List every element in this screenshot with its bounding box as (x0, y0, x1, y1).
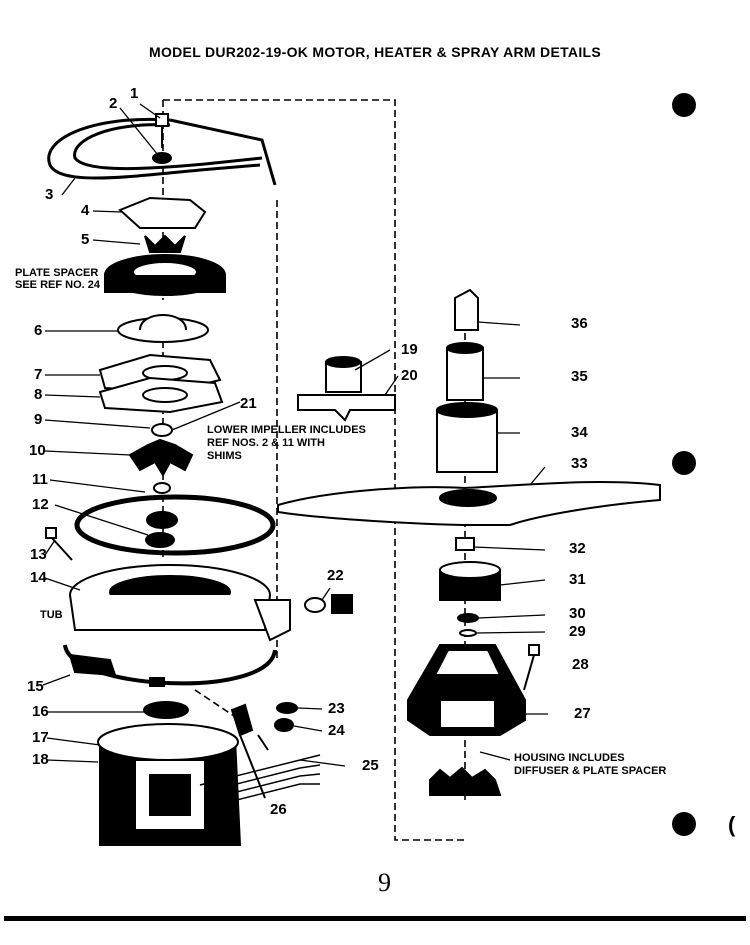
lower-impeller (128, 423, 194, 494)
part-number-28: 28 (572, 656, 589, 673)
part-number-11: 11 (32, 471, 48, 488)
part-26 (230, 703, 266, 799)
part-number-8: 8 (34, 386, 43, 403)
part-number-35: 35 (571, 368, 588, 385)
screw-28 (523, 644, 540, 691)
lower-impeller-note-line2: REF NOS. 2 & 11 WITH (207, 437, 325, 449)
part-number-12: 12 (32, 496, 49, 513)
tub-ring (63, 644, 277, 687)
part-number-30: 30 (569, 605, 586, 622)
part-number-13: 13 (30, 546, 47, 563)
part-number-10: 10 (29, 442, 46, 459)
part-22 (304, 594, 353, 614)
parts-31-32 (439, 537, 501, 601)
part-number-6: 6 (34, 322, 43, 339)
part-number-29: 29 (569, 623, 586, 640)
plate-spacer-note-line1: PLATE SPACER (15, 267, 99, 279)
pump-housing (69, 564, 291, 642)
part-number-32: 32 (569, 540, 586, 557)
lower-impeller-note-line3: SHIMS (207, 450, 242, 462)
plate-spacer-note-line2: SEE REF NO. 24 (15, 279, 100, 291)
part-number-4: 4 (81, 202, 90, 219)
part-number-5: 5 (81, 231, 90, 248)
tub-label: TUB (40, 609, 63, 621)
handwritten-page-number: 9 (378, 868, 391, 897)
part-25 (257, 734, 269, 751)
part-number-9: 9 (34, 411, 43, 428)
part-number-15: 15 (27, 678, 44, 695)
part-number-19: 19 (401, 341, 418, 358)
part-number-36: 36 (571, 315, 588, 332)
part-number-33: 33 (571, 455, 588, 472)
lower-impeller-note-line1: LOWER IMPELLER INCLUDES (207, 424, 366, 436)
bolt-1 (152, 113, 172, 164)
bolt-13 (45, 527, 73, 561)
diffuser (429, 766, 502, 796)
part-number-20: 20 (401, 367, 418, 384)
part-number-21: 21 (240, 395, 257, 412)
part-number-31: 31 (569, 571, 586, 588)
part-number-16: 16 (32, 703, 49, 720)
heater-element (47, 117, 277, 186)
part-number-25: 25 (362, 757, 379, 774)
housing-note-line2: DIFFUSER & PLATE SPACER (514, 765, 667, 777)
housing (407, 644, 526, 736)
spray-arm (277, 481, 661, 526)
plate-spacer (104, 254, 226, 296)
part-number-24: 24 (328, 722, 345, 739)
part-number-27: 27 (574, 705, 591, 722)
pump-dome (117, 314, 209, 343)
part-number-17: 17 (32, 729, 49, 746)
impeller-cap (118, 196, 207, 253)
housing-note-line1: HOUSING INCLUDES (514, 752, 625, 764)
part-number-3: 3 (45, 186, 54, 203)
part-number-18: 18 (32, 751, 49, 768)
part-number-1: 1 (130, 85, 139, 102)
part-number-14: 14 (30, 569, 47, 586)
seal-ring (74, 494, 276, 556)
binder-hole-middle (672, 451, 696, 475)
part-number-26: 26 (270, 801, 287, 818)
gasket-plates (98, 353, 224, 414)
part-number-34: 34 (571, 424, 588, 441)
leader-lines (42, 103, 548, 767)
part-number-22: 22 (327, 567, 344, 584)
spray-tower (436, 288, 498, 473)
bottom-rule (4, 916, 746, 921)
part-number-7: 7 (34, 366, 43, 383)
parts-23-24 (274, 702, 298, 732)
seal-12 (145, 511, 178, 548)
washers (457, 613, 479, 637)
binder-hole-top (672, 93, 696, 117)
diagram-title: MODEL DUR202-19-OK MOTOR, HEATER & SPRAY… (149, 44, 601, 60)
binder-hole-bottom (672, 812, 696, 836)
edge-mark: ( (728, 812, 736, 837)
motor (97, 701, 321, 846)
bracket (297, 356, 396, 422)
part-number-2: 2 (109, 95, 118, 112)
part-number-23: 23 (328, 700, 345, 717)
